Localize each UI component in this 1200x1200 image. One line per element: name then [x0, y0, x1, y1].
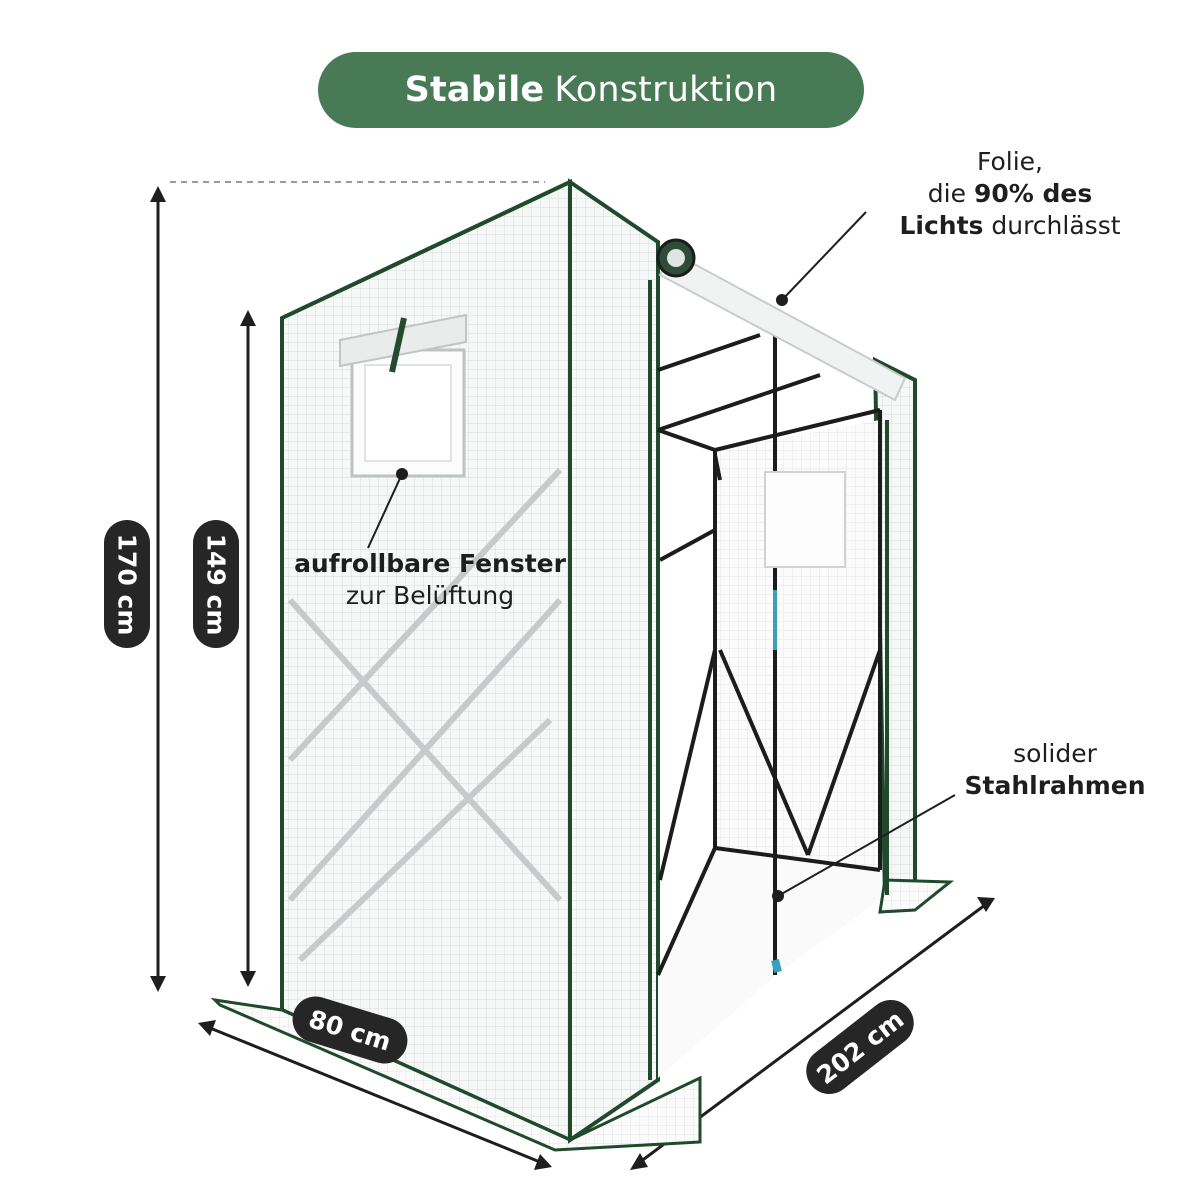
- dimension-total-height: 170 cm: [104, 520, 150, 648]
- title-banner: Stabile Konstruktion: [318, 52, 864, 128]
- side-skirt: [878, 878, 955, 914]
- frame-edges: [280, 180, 889, 1140]
- title-light: Konstruktion: [554, 70, 778, 110]
- stahl-light: solider: [1013, 739, 1097, 768]
- side-panel: [568, 178, 660, 1144]
- stahl-bold: Stahlrahmen: [964, 771, 1146, 800]
- dimension-side-height: 149 cm: [193, 520, 239, 648]
- back-window: [764, 471, 846, 568]
- annotation-folie: Folie, die 90% des Lichts durchlässt: [860, 146, 1160, 242]
- folie-line3: Lichts durchlässt: [899, 211, 1121, 240]
- annotation-pointer-fenster: [367, 468, 408, 549]
- steel-frame: [656, 330, 882, 976]
- height-149-arrow: [240, 310, 256, 987]
- annotation-fenster: aufrollbare Fenster zur Belüftung: [280, 548, 580, 612]
- title-bold: Stabile: [404, 70, 545, 110]
- height-170-arrow: [150, 186, 166, 992]
- front-window: [339, 313, 467, 478]
- annotation-pointer-stahl: [772, 794, 956, 902]
- fenster-light: zur Belüftung: [345, 581, 515, 610]
- interior-floor: [658, 848, 880, 1078]
- annotation-stahl: solider Stahlrahmen: [930, 738, 1180, 802]
- annotation-pointer-folie: [776, 211, 867, 306]
- folie-line2: die 90% des: [927, 179, 1093, 208]
- folie-line1: Folie,: [976, 147, 1043, 176]
- width-80-arrow: [198, 1020, 552, 1170]
- fenster-bold: aufrollbare Fenster: [294, 549, 566, 578]
- rolled-door-tube: [656, 238, 907, 402]
- front-cross-braces: [287, 467, 563, 963]
